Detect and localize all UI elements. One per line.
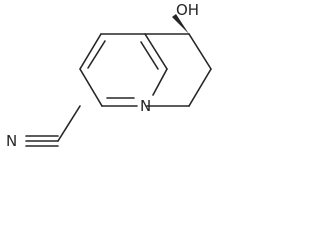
- bond-c8a-n1: [152, 68, 168, 96]
- bond-c6-c7: [188, 68, 212, 107]
- nitrile-nitrogen-label: N: [6, 132, 17, 150]
- stereo-wedge-bond: [172, 14, 189, 34]
- hydroxyl-label: OH: [176, 1, 199, 19]
- bond-c4a-c8a: [144, 33, 168, 70]
- bond-c2-c3: [79, 68, 103, 107]
- bond-c3-c4-inner: [87, 40, 106, 69]
- bond-c4a-c8a-inner: [140, 41, 159, 70]
- bond-c2-cn: [57, 105, 81, 142]
- ring-nitrogen-label: N: [140, 97, 151, 115]
- structure-canvas: OH N N: [0, 0, 220, 157]
- bond-c5-c6: [188, 33, 212, 70]
- molecular-structure: OH N N: [6, 1, 212, 150]
- bond-c3-c4: [79, 33, 102, 70]
